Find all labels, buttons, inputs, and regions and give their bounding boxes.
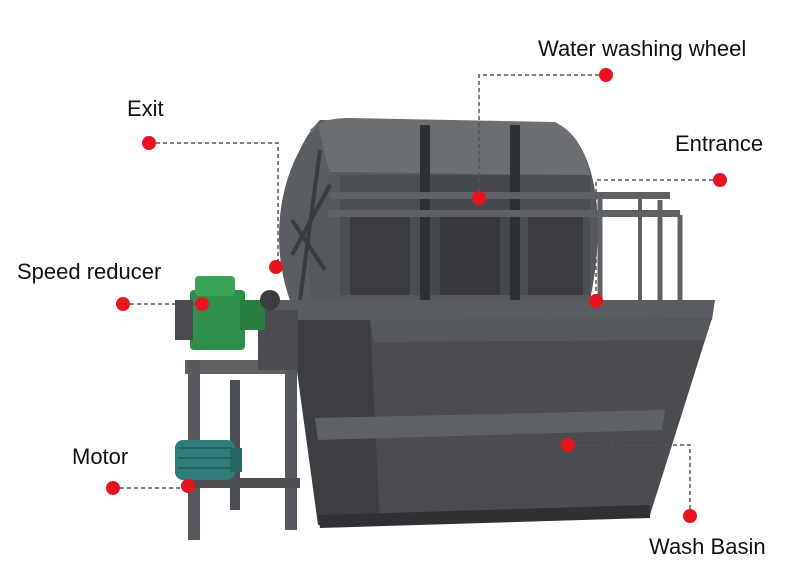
marker-exit-label [142, 136, 156, 150]
marker-water-washing-wheel-label [599, 68, 613, 82]
leader-line-water-washing-wheel [478, 74, 606, 198]
marker-exit-point [269, 260, 283, 274]
leader-line-exit [149, 142, 279, 265]
leader-line-wash-basin [568, 444, 691, 516]
motor [175, 440, 242, 480]
marker-motor-label [106, 481, 120, 495]
marker-speed-reducer-label [116, 297, 130, 311]
marker-entrance-label [713, 173, 727, 187]
leader-line-entrance [595, 179, 720, 300]
marker-wash-basin-point [561, 438, 575, 452]
markers [106, 68, 727, 523]
label-wash-basin: Wash Basin [649, 534, 766, 559]
marker-entrance-point [589, 294, 603, 308]
marker-wash-basin-label [683, 509, 697, 523]
marker-water-washing-wheel-point [472, 191, 486, 205]
label-speed-reducer: Speed reducer [17, 259, 162, 284]
marker-motor-point [181, 479, 195, 493]
water-washing-wheel [279, 118, 683, 302]
label-entrance: Entrance [675, 131, 764, 156]
wash-basin [258, 300, 715, 528]
label-exit: Exit [127, 96, 164, 121]
label-water-washing-wheel: Water washing wheel [538, 36, 747, 61]
label-motor: Motor [72, 444, 129, 469]
leader-lines [113, 74, 720, 516]
marker-speed-reducer-point [195, 297, 209, 311]
